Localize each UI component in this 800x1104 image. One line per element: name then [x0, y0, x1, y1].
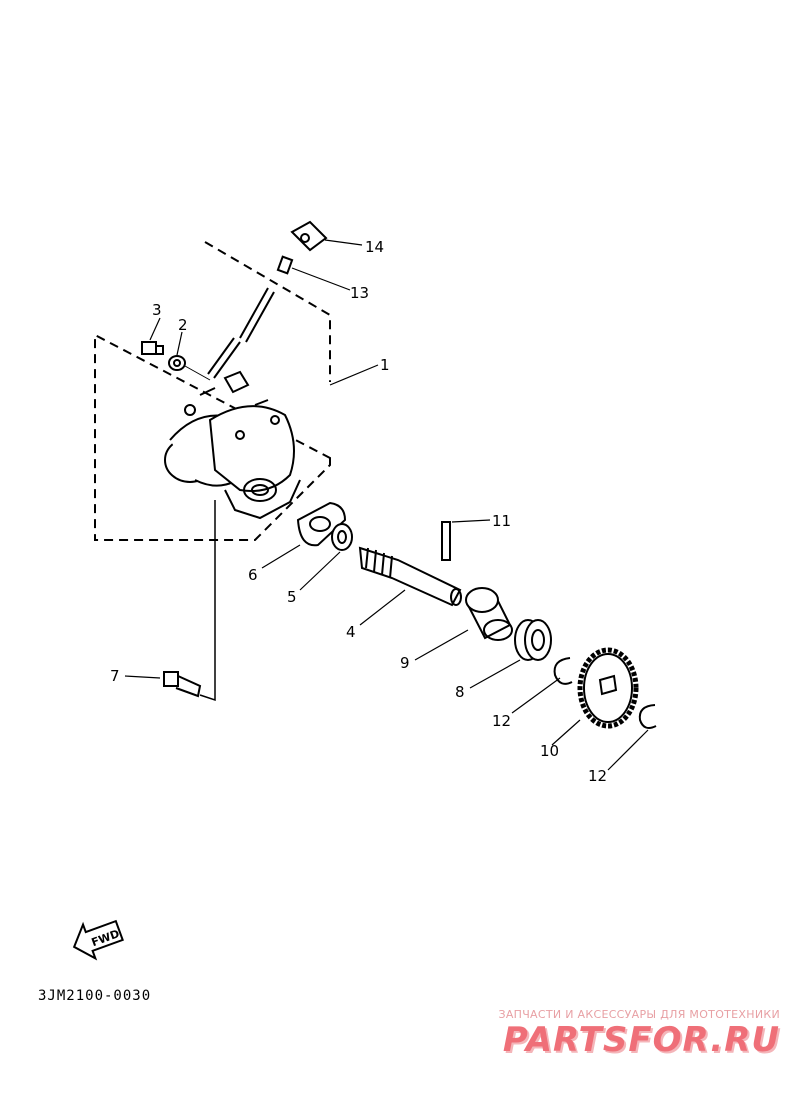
part-code: 3JM2100-0030: [38, 988, 152, 1004]
fwd-arrow-icon: FWD: [72, 919, 124, 961]
callout-12a: 12: [492, 712, 511, 730]
callout-6: 6: [248, 566, 258, 584]
callout-10: 10: [540, 742, 559, 760]
circlip-12b: [638, 704, 657, 729]
callout-5: 5: [287, 588, 297, 606]
collar-9: [465, 587, 513, 641]
washer-2: [168, 355, 186, 371]
watermark-tagline: ЗАПЧАСТИ И АКСЕССУАРЫ ДЛЯ МОТОТЕХНИКИ: [498, 1008, 780, 1021]
washer-5: [331, 523, 353, 551]
bearing-8: [514, 619, 552, 661]
watermark-logo: PARTSFOR.RU: [502, 1020, 780, 1060]
screw-3: [141, 341, 164, 355]
gear-10: [577, 647, 639, 729]
assembly-boundary: [94, 241, 331, 541]
callout-14: 14: [365, 238, 384, 256]
drive-shaft-4: [358, 546, 462, 607]
callout-8: 8: [455, 683, 465, 701]
bolt-7: [163, 671, 202, 698]
pump-assembly: [164, 370, 301, 520]
callout-12b: 12: [588, 767, 607, 785]
callout-2: 2: [178, 316, 188, 334]
callout-1: 1: [380, 356, 390, 374]
gasket-6: [296, 501, 347, 547]
callout-9: 9: [400, 654, 410, 672]
callout-labels: 14 13 1 3 2 6 5 4 9 8 12 10 12 11 7: [110, 238, 607, 785]
callout-13: 13: [350, 284, 369, 302]
pin-11: [441, 521, 451, 561]
circlip-12a: [553, 657, 573, 685]
callout-11: 11: [492, 512, 511, 530]
cable-pieces: [207, 220, 328, 379]
callout-4: 4: [346, 623, 356, 641]
callout-7: 7: [110, 667, 120, 685]
callout-3: 3: [152, 301, 162, 319]
